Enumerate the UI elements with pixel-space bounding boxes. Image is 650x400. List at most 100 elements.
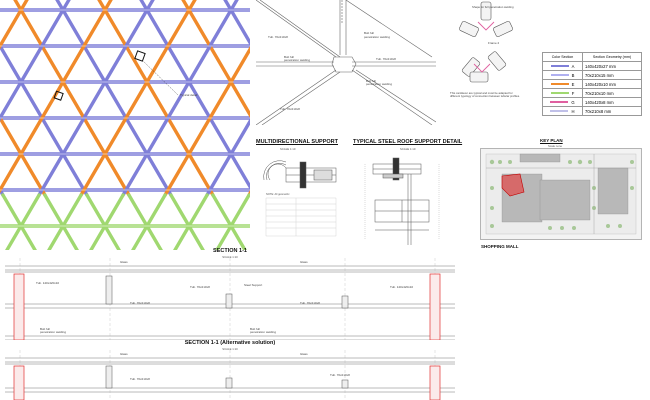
svg-text:Tub. 70x210x8: Tub. 70x210x8 (280, 107, 300, 111)
cantilever-note: This cantilever are typical and must be … (450, 91, 520, 99)
svg-text:Bolt full: Bolt full (40, 327, 50, 331)
grid-member-diagonal (85, 193, 121, 250)
legend-swatch-cell: H (542, 106, 583, 116)
legend-row: G 140x420x8 mm (542, 97, 642, 107)
svg-text:Tub. 70x210x8: Tub. 70x210x8 (268, 35, 288, 39)
grid-member-diagonal (43, 193, 79, 250)
svg-text:Tub. 70x210x8: Tub. 70x210x8 (330, 373, 350, 377)
grid-member-diagonal (169, 193, 205, 250)
section-1-alt-elevation: Glass Glass Tub. 70x210x8 Tub. 70x210x8 (5, 350, 455, 400)
legend-header-color: Color Section (542, 52, 583, 62)
typical-detail-label: Typical detail (180, 93, 198, 97)
shape-note: Shape for full penetration welding (472, 5, 514, 9)
grid-member-diagonal (211, 193, 247, 250)
grid-member-diagonal (0, 195, 1, 250)
legend-geometry: 70x210x15 mm (582, 70, 642, 80)
svg-text:Bolt full: Bolt full (250, 327, 260, 331)
detail-marker[interactable] (134, 50, 146, 62)
multidirectional-support-drawing: NOTE: All geometric (263, 160, 337, 237)
legend-label: G (571, 99, 575, 105)
legend-geometry: 140x420x27 mm (582, 61, 642, 71)
grid-member-diagonal (223, 0, 250, 46)
highlighted-building (501, 173, 525, 197)
section-1-alt-scale: SCALE 1:10 (222, 347, 238, 351)
legend-swatch (550, 101, 569, 104)
detail-leader-line (141, 59, 179, 96)
legend-swatch-cell: B (542, 70, 583, 80)
legend-label: F (571, 90, 575, 96)
typical-support-scale: SCALE 1:10 (400, 147, 416, 151)
svg-text:Tub. 70x210x8: Tub. 70x210x8 (130, 301, 150, 305)
legend-row: F 70x210x10 mm (542, 88, 642, 98)
svg-text:Bolt full: Bolt full (284, 55, 294, 59)
grid-member-diagonal (79, 0, 197, 197)
typical-support-title: TYPICAL STEEL ROOF SUPPORT DETAIL (353, 139, 463, 145)
grid-member-diagonal (37, 0, 155, 197)
legend-geometry: 140x420x8 mm (582, 97, 642, 107)
grid-member-diagonal (131, 193, 167, 250)
legend-geometry: 140x420x10 mm (582, 79, 642, 89)
legend-row: E 140x420x10 mm (542, 79, 642, 89)
svg-text:Tub. 140x420x10: Tub. 140x420x10 (36, 281, 59, 285)
section-1-title: SECTION 1-1 (213, 248, 247, 254)
grid-member-diagonal (0, 0, 29, 50)
grid-member-diagonal (215, 193, 250, 250)
section-1-alt-title: SECTION 1-1 (Alternative solution) (184, 340, 276, 346)
grid-member-diagonal (163, 46, 250, 197)
legend-label: B (571, 72, 575, 78)
legend-label: E (571, 81, 575, 87)
section-1-elevation: Glass Glass Tub. 140x420x10 Tub. 140x420… (5, 258, 455, 340)
roof-grid-plan (0, 0, 250, 250)
svg-text:Glass: Glass (300, 352, 308, 356)
legend-swatch-cell: F (542, 88, 583, 98)
legend-swatch-cell: A (542, 61, 583, 71)
grid-member-diagonal (5, 193, 41, 250)
grid-member-diagonal (47, 193, 83, 250)
grid-member-diagonal (0, 186, 5, 197)
legend-header-geometry: Section Geometry (mm) (582, 52, 642, 62)
grid-member-diagonal (89, 193, 125, 250)
svg-text:Tub. 140x420x10: Tub. 140x420x10 (390, 285, 413, 289)
legend-label: H (571, 108, 575, 114)
grid-member-diagonal (0, 42, 89, 197)
svg-text:NOTE: All geometric: NOTE: All geometric (266, 192, 290, 196)
grid-member-diagonal (0, 0, 71, 122)
svg-text:Tub. 70x210x8: Tub. 70x210x8 (190, 285, 210, 289)
grid-member-diagonal (247, 190, 250, 197)
joint-detail-drawing: Tub. 70x210x8 Bolt full penetration weld… (256, 0, 436, 125)
shopping-mall-label: SHOPPING MALL (481, 244, 519, 249)
legend-swatch (550, 74, 569, 77)
legend-swatch (550, 65, 569, 68)
svg-text:penetration welding: penetration welding (366, 82, 392, 86)
legend-swatch (550, 110, 569, 113)
grid-member-diagonal (205, 118, 250, 197)
connector-sketch: Frame 2 (459, 1, 513, 83)
svg-text:Tub. 70x210x8: Tub. 70x210x8 (300, 301, 320, 305)
typical-support-drawing (364, 157, 440, 245)
grid-member-diagonal (1, 193, 37, 250)
key-plan-title: KEY PLAN (540, 138, 563, 143)
grid-member-diagonal (0, 114, 47, 197)
svg-text:penetration welding: penetration welding (40, 330, 66, 334)
multidirectional-title: MULTIDIRECTIONAL SUPPORT (256, 139, 338, 145)
legend-swatch-cell: G (542, 97, 583, 107)
legend-swatch (550, 92, 569, 95)
svg-text:penetration welding: penetration welding (284, 58, 310, 62)
key-plan-site-map[interactable] (480, 148, 642, 240)
svg-text:Glass: Glass (300, 260, 308, 264)
grid-member-diagonal (97, 0, 215, 197)
grid-member-diagonal (173, 193, 209, 250)
svg-text:penetration welding: penetration welding (250, 330, 276, 334)
legend-geometry: 70x210x8 mm (582, 106, 642, 116)
key-plan-scale: Scale none (548, 144, 562, 148)
svg-text:Bolt full: Bolt full (364, 31, 374, 35)
detail-marker[interactable] (53, 90, 64, 101)
legend-swatch-cell: E (542, 79, 583, 89)
multidirectional-scale: SCALE 1:10 (280, 147, 296, 151)
legend-geometry: 70x210x10 mm (582, 88, 642, 98)
svg-text:Glass: Glass (120, 260, 128, 264)
grid-member-diagonal (0, 0, 113, 194)
svg-text:Tub. 70x210x8: Tub. 70x210x8 (130, 377, 150, 381)
